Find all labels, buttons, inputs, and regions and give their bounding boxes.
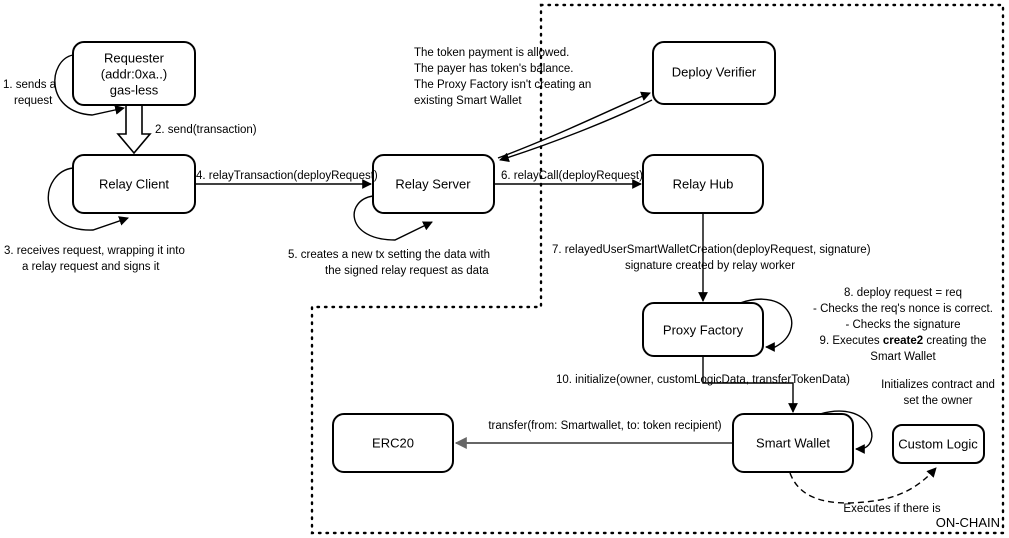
proxy-factory-label: Proxy Factory xyxy=(663,322,744,337)
edge-proxy-factory-self xyxy=(739,298,793,352)
annotation-step7-line-1: 7. relayedUserSmartWalletCreation(deploy… xyxy=(552,244,871,256)
annotation-step9-line-2: Smart Wallet xyxy=(870,351,936,363)
requester-label-line-1: Requester xyxy=(104,50,165,65)
node-smart-wallet[interactable]: Smart Wallet xyxy=(732,413,854,473)
edge-requester-to-relay-client xyxy=(116,104,152,155)
edge-relay-client-self xyxy=(47,167,129,231)
relay-client-label: Relay Client xyxy=(99,176,169,191)
annotation-verifier-line-3: The Proxy Factory isn't creating an xyxy=(414,79,591,91)
relay-server-box[interactable] xyxy=(372,154,495,214)
on-chain-boundary xyxy=(310,3,1005,535)
edge-smart-wallet-self xyxy=(819,410,873,454)
annotation-step5-line-1: 5. creates a new tx setting the data wit… xyxy=(288,249,490,261)
node-relay-hub[interactable]: Relay Hub xyxy=(642,154,764,214)
annotation-step9-prefix: 9. Executes xyxy=(820,335,883,347)
annotation-step5-line-2: the signed relay request as data xyxy=(325,265,489,277)
annotation-step3-line-2: a relay request and signs it xyxy=(22,261,160,273)
node-relay-client[interactable]: Relay Client xyxy=(72,154,196,214)
node-proxy-factory[interactable]: Proxy Factory xyxy=(642,302,764,357)
annotation-step4: 4. relayTransaction(deployRequest) xyxy=(196,170,378,182)
deploy-verifier-box[interactable] xyxy=(652,41,776,105)
annotation-initializes-line-2: set the owner xyxy=(903,395,972,407)
annotation-executes-if: Executes if there is xyxy=(843,503,940,515)
annotation-step8-line-1: 8. deploy request = req xyxy=(844,287,962,299)
requester-label-line-3: gas-less xyxy=(110,82,159,97)
erc20-label: ERC20 xyxy=(372,435,414,450)
annotation-step8-line-3: - Checks the signature xyxy=(845,319,960,331)
annotation-step7-line-2: signature created by relay worker xyxy=(625,260,795,272)
node-erc20[interactable]: ERC20 xyxy=(332,413,454,473)
edge-smart-wallet-to-custom-logic xyxy=(789,467,937,504)
annotation-step3-line-1: 3. receives request, wrapping it into xyxy=(4,245,185,257)
node-relay-server[interactable]: Relay Server xyxy=(372,154,495,214)
edge-relay-server-self xyxy=(353,195,433,241)
requester-box[interactable] xyxy=(72,41,196,106)
annotation-step8-line-2: - Checks the req's nonce is correct. xyxy=(813,303,993,315)
annotation-initializes-line-1: Initializes contract and xyxy=(881,379,995,391)
node-requester[interactable]: Requester (addr:0xa..) gas-less xyxy=(72,41,196,106)
annotation-step2: 2. send(transaction) xyxy=(155,124,257,136)
node-custom-logic[interactable]: Custom Logic xyxy=(892,424,985,464)
edge-requester-self xyxy=(54,54,125,116)
proxy-factory-box[interactable] xyxy=(642,302,764,357)
annotation-step9-line-1: 9. Executes create2 creating the xyxy=(820,335,987,347)
custom-logic-label: Custom Logic xyxy=(898,436,978,451)
annotation-verifier-line-2: The payer has token's balance. xyxy=(414,63,573,75)
annotation-verifier-line-1: The token payment is allowed. xyxy=(414,47,569,59)
requester-label-line-2: (addr:0xa..) xyxy=(101,66,167,81)
node-deploy-verifier[interactable]: Deploy Verifier xyxy=(652,41,776,105)
edge-proxy-factory-to-smart-wallet xyxy=(702,355,798,413)
on-chain-label: ON-CHAIN xyxy=(936,515,1000,530)
custom-logic-box[interactable] xyxy=(892,424,985,464)
relay-hub-box[interactable] xyxy=(642,154,764,214)
deploy-verifier-label: Deploy Verifier xyxy=(672,64,757,79)
erc20-box[interactable] xyxy=(332,413,454,473)
annotation-step10: 10. initialize(owner, customLogicData, t… xyxy=(556,374,850,386)
relay-client-box[interactable] xyxy=(72,154,196,214)
annotation-step1-line-2: request xyxy=(14,95,53,107)
edge-deploy-verifier-to-relay-server xyxy=(499,99,653,163)
annotation-step6: 6. relayCall(deployRequest) xyxy=(501,170,643,182)
smart-wallet-box[interactable] xyxy=(732,413,854,473)
smart-wallet-label: Smart Wallet xyxy=(756,435,830,450)
annotation-step1-line-1: 1. sends a xyxy=(3,79,57,91)
edge-relay-server-to-deploy-verifier xyxy=(497,91,651,159)
relay-hub-label: Relay Hub xyxy=(673,176,734,191)
annotation-step9-suffix: creating the xyxy=(923,335,986,347)
annotation-verifier-line-4: existing Smart Wallet xyxy=(414,95,522,107)
relay-server-label: Relay Server xyxy=(395,176,471,191)
annotation-transfer: transfer(from: Smartwallet, to: token re… xyxy=(488,420,721,432)
annotation-step9-create2: create2 xyxy=(883,335,923,347)
